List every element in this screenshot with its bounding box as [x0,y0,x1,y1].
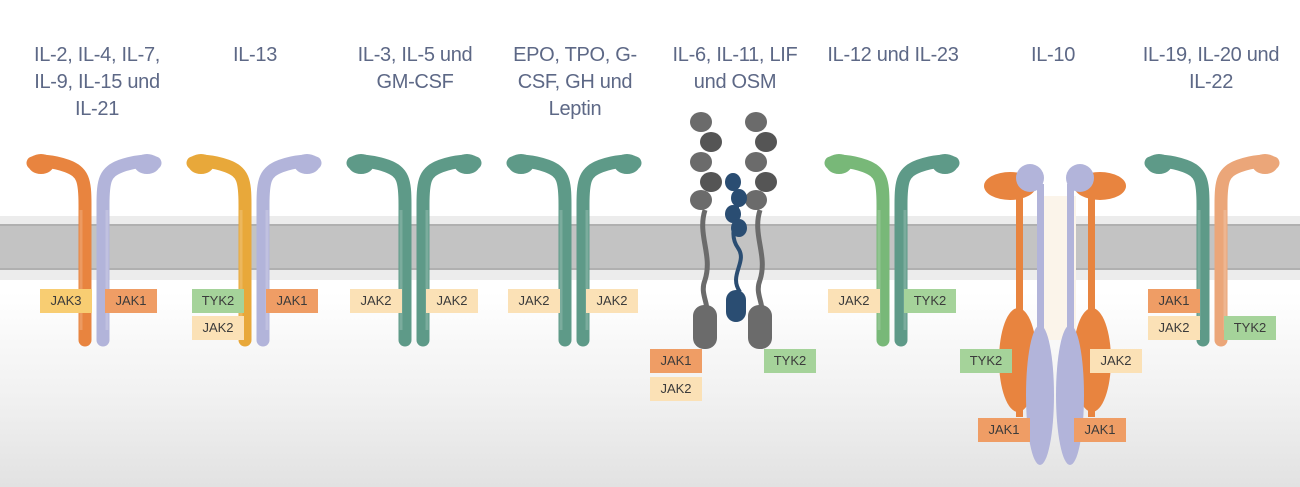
family-title-il3: IL-3, IL-5 und GM-CSF [357,44,473,93]
jak-badge: TYK2 [960,349,1012,373]
family-title-il2: IL-2, IL-4, IL-7, IL-9, IL-15 und IL-21 [33,44,161,120]
jak-badge: JAK1 [650,349,702,373]
jak-badge: JAK2 [426,289,478,313]
jak-badge: TYK2 [1224,316,1276,340]
jak-badge: JAK2 [1090,349,1142,373]
receptor-chain [824,154,890,347]
family-title-il12: IL-12 und IL-23 [827,44,959,66]
family-title-il10: IL-10 [1030,44,1076,66]
cell-membrane [0,216,1300,280]
receptor-chain [26,154,92,347]
receptor-il10 [984,164,1126,465]
family-title-il6: IL-6, IL-11, LIF und OSM [672,44,798,93]
jak-badge: JAK2 [828,289,880,313]
receptor-chain [1144,154,1210,347]
jak-badge: TYK2 [192,289,244,313]
jak-badge: JAK3 [40,289,92,313]
receptor-gp130 [690,112,777,349]
jak-badge: JAK2 [586,289,638,313]
family-title-epo: EPO, TPO, G-CSF, GH und Leptin [513,44,637,120]
receptor-chain [1214,154,1280,347]
jak-badge: TYK2 [764,349,816,373]
jak-badge: JAK2 [192,316,244,340]
jak-badge: JAK2 [650,377,702,401]
jak-badge: JAK2 [1148,316,1200,340]
jak-badge: JAK1 [1074,418,1126,442]
jak-badge: JAK1 [105,289,157,313]
jak-badge: JAK1 [1148,289,1200,313]
jak-badge: TYK2 [904,289,956,313]
jak-badge: JAK1 [266,289,318,313]
jak-badge: JAK1 [978,418,1030,442]
family-title-il19: IL-19, IL-20 und IL-22 [1142,44,1280,93]
cytokine-chain [725,173,747,322]
receptor-chain [506,154,572,347]
family-title-il13: IL-13 [232,44,278,66]
jak-badge: JAK2 [350,289,402,313]
jak-badge: JAK2 [508,289,560,313]
